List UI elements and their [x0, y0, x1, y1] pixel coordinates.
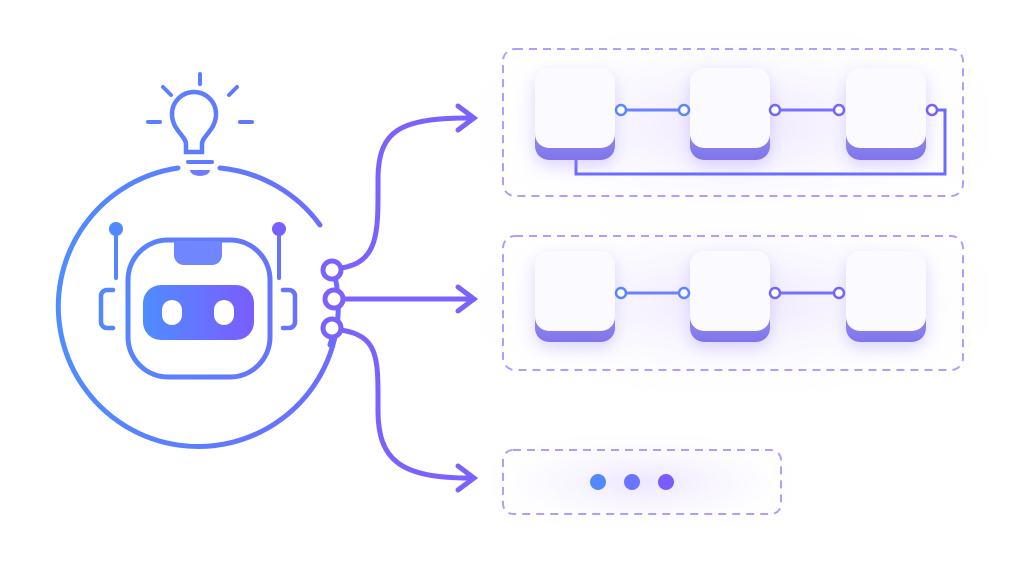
agent-circle: [55, 165, 341, 450]
workflow-node: [690, 68, 770, 160]
robot-icon: [98, 222, 298, 380]
workflow-node: [846, 68, 926, 160]
arrow-right-icon: [455, 463, 479, 493]
robot-agent: [55, 72, 479, 493]
branch-line-1: [338, 115, 473, 271]
workflow-node: [535, 68, 615, 160]
workflow-panel-1: [480, 30, 990, 220]
workflow-node: [846, 251, 926, 342]
more-workflows-panel: [490, 435, 795, 530]
workflow-panel-2: [480, 215, 990, 390]
ellipsis-icon: [590, 474, 674, 490]
branch-line-3: [338, 327, 473, 481]
workflow-node: [535, 251, 615, 342]
workflow-node: [690, 251, 770, 342]
arrow-right-icon: [455, 103, 479, 133]
branch-connectors: [320, 103, 479, 493]
lightbulb-icon: [146, 72, 254, 176]
arrow-right-icon: [455, 284, 479, 314]
